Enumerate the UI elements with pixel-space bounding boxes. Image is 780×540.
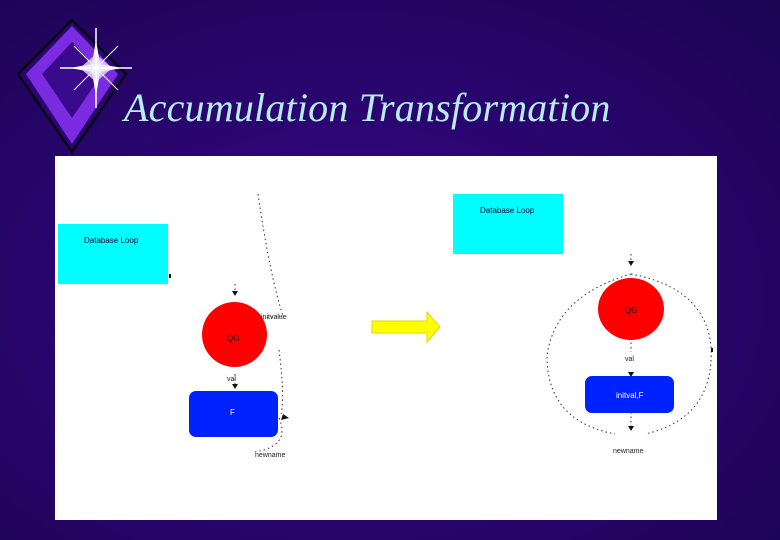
function-box-left: F xyxy=(189,391,278,437)
init-value-label: initvalue xyxy=(261,314,287,321)
newname-label-left: newname xyxy=(255,452,286,459)
newname-label-right: newname xyxy=(613,448,644,455)
database-loop-label-left: Database Loop xyxy=(84,236,139,245)
operator-label-right: QG xyxy=(625,306,638,315)
diagram-panel: Database Loop QG initvalue val F newname… xyxy=(55,156,717,520)
database-loop-label-right: Database Loop xyxy=(480,206,535,215)
slide-title: Accumulation Transformation xyxy=(124,85,611,130)
function-label-left: F xyxy=(230,408,235,417)
val-label-right: val xyxy=(625,356,634,363)
val-label-left: val xyxy=(227,376,236,383)
star-diamond-icon xyxy=(16,18,132,154)
function-label-right: initval,F xyxy=(616,391,644,400)
database-loop-box-right: Database Loop xyxy=(453,194,563,254)
right-arrow-icon xyxy=(371,310,441,344)
database-loop-box-left: Database Loop xyxy=(58,224,168,284)
operator-label-left: QG xyxy=(227,334,240,343)
diagram-connectors xyxy=(169,193,713,453)
operator-circle-right: QG xyxy=(598,278,664,340)
function-box-right: initval,F xyxy=(585,376,674,413)
operator-circle-left: QG xyxy=(202,302,267,367)
